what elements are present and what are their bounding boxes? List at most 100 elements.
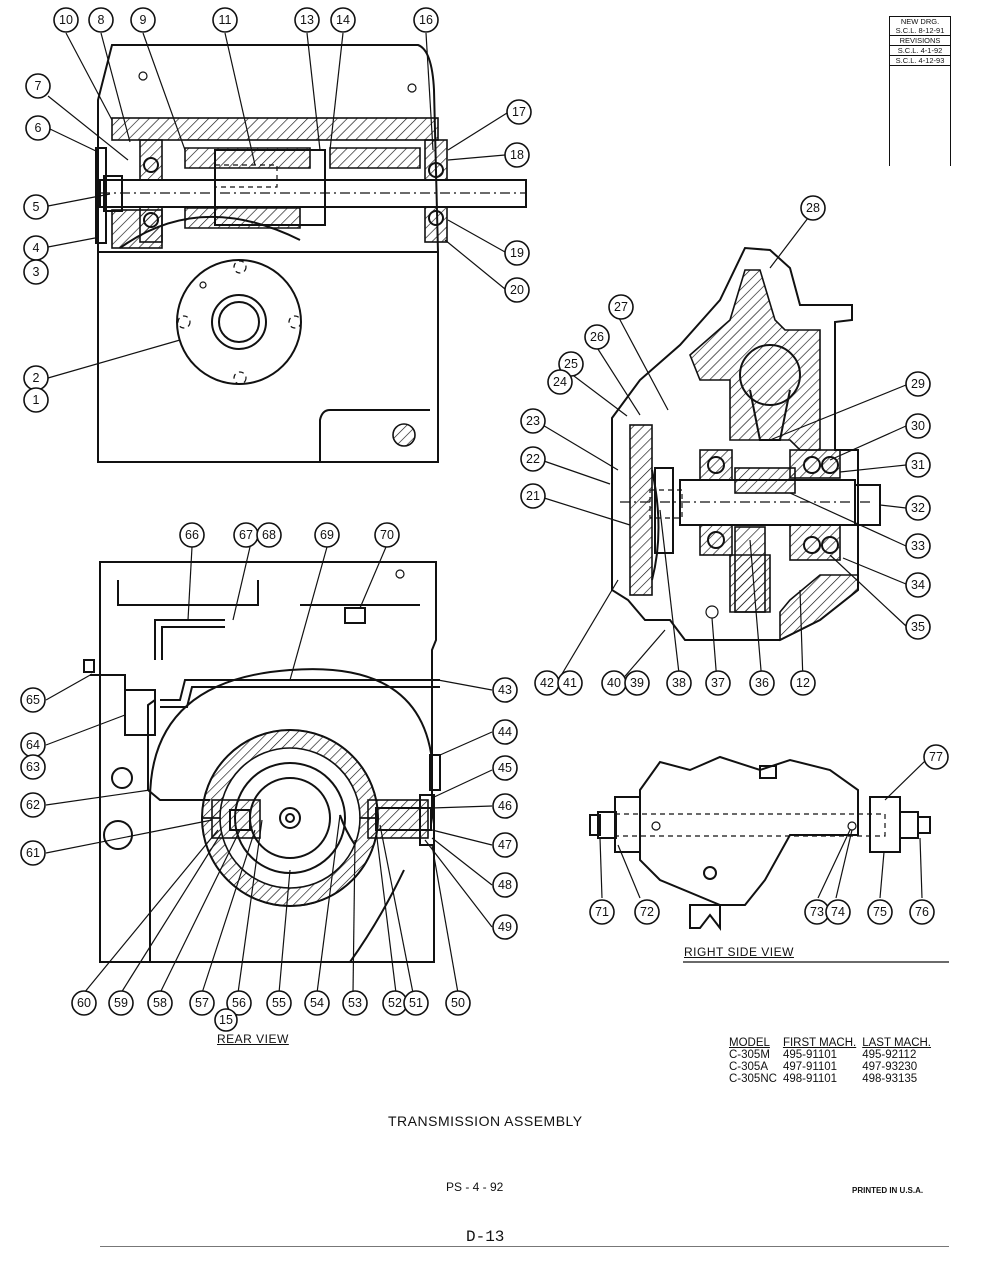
- svg-text:6: 6: [35, 121, 42, 135]
- svg-text:14: 14: [336, 13, 350, 27]
- callout-17: 17: [506, 99, 532, 125]
- svg-text:28: 28: [806, 201, 820, 215]
- callout-70: 70: [374, 522, 400, 548]
- svg-text:67: 67: [239, 528, 253, 542]
- svg-text:33: 33: [911, 539, 925, 553]
- callout-29: 29: [905, 371, 931, 397]
- callout-46: 46: [492, 793, 518, 819]
- svg-text:16: 16: [419, 13, 433, 27]
- callout-56: 56: [226, 990, 252, 1016]
- document-title: TRANSMISSION ASSEMBLY: [388, 1113, 583, 1129]
- svg-text:63: 63: [26, 760, 40, 774]
- callout-39: 39: [624, 670, 650, 696]
- callout-16: 16: [413, 7, 439, 33]
- svg-text:26: 26: [590, 330, 604, 344]
- svg-text:35: 35: [911, 620, 925, 634]
- svg-text:54: 54: [310, 996, 324, 1010]
- svg-text:77: 77: [929, 750, 943, 764]
- callout-40: 40: [601, 670, 627, 696]
- svg-text:71: 71: [595, 905, 609, 919]
- page-number: D-13: [466, 1228, 505, 1246]
- callout-8: 8: [88, 7, 114, 33]
- table-cell: 495-92112: [862, 1049, 917, 1061]
- callout-11: 11: [212, 7, 238, 33]
- table-cell: 497-91101: [782, 1061, 838, 1073]
- table-cell: C-305NC: [729, 1073, 777, 1085]
- right-side-view: [589, 755, 949, 963]
- svg-text:7: 7: [35, 79, 42, 93]
- callout-25: 25: [558, 351, 584, 377]
- callout-74: 74: [825, 899, 851, 925]
- callout-57: 57: [189, 990, 215, 1016]
- svg-text:2: 2: [33, 371, 40, 385]
- callout-54: 54: [304, 990, 330, 1016]
- callout-52: 52: [382, 990, 408, 1016]
- callout-50: 50: [445, 990, 471, 1016]
- svg-text:31: 31: [911, 458, 925, 472]
- model-table: MODEL FIRST MACH. LAST MACH. C-305M 495-…: [726, 1037, 934, 1085]
- revision-block: NEW DRG. S.C.L. 8-12-91 REVISIONS S.C.L.…: [889, 16, 951, 166]
- svg-text:25: 25: [564, 357, 578, 371]
- svg-text:59: 59: [114, 996, 128, 1010]
- svg-text:34: 34: [911, 578, 925, 592]
- callout-30: 30: [905, 413, 931, 439]
- callout-65: 65: [20, 687, 46, 713]
- callout-36: 36: [749, 670, 775, 696]
- callout-48: 48: [492, 872, 518, 898]
- svg-text:73: 73: [810, 905, 824, 919]
- table-cell: 498-93135: [862, 1073, 918, 1085]
- svg-text:41: 41: [563, 676, 577, 690]
- callout-20: 20: [504, 277, 530, 303]
- callout-58: 58: [147, 990, 173, 1016]
- model-header: MODEL: [729, 1037, 770, 1049]
- callout-2: 2: [23, 365, 49, 391]
- callout-14: 14: [330, 7, 356, 33]
- callout-76: 76: [909, 899, 935, 925]
- callout-9: 9: [130, 7, 156, 33]
- callout-12: 12: [790, 670, 816, 696]
- callout-37: 37: [705, 670, 731, 696]
- callout-67: 67: [233, 522, 259, 548]
- callout-47: 47: [492, 832, 518, 858]
- right-side-view-title: RIGHT SIDE VIEW: [684, 945, 794, 959]
- new-drg-date: S.C.L. 8-12-91: [895, 26, 945, 35]
- callout-51: 51: [403, 990, 429, 1016]
- svg-text:51: 51: [409, 996, 423, 1010]
- svg-text:17: 17: [512, 105, 526, 119]
- table-cell: 495-91101: [782, 1049, 838, 1061]
- svg-text:43: 43: [498, 683, 512, 697]
- callout-15: 15: [214, 1008, 238, 1032]
- callout-45: 45: [492, 755, 518, 781]
- svg-text:62: 62: [26, 798, 40, 812]
- callout-6: 6: [25, 115, 51, 141]
- svg-text:48: 48: [498, 878, 512, 892]
- callout-35: 35: [905, 614, 931, 640]
- table-cell: C-305M: [729, 1049, 770, 1061]
- top-section-view: [95, 44, 527, 463]
- svg-text:74: 74: [831, 905, 845, 919]
- callout-4: 4: [23, 235, 49, 261]
- svg-text:66: 66: [185, 528, 199, 542]
- callout-31: 31: [905, 452, 931, 478]
- svg-text:65: 65: [26, 693, 40, 707]
- svg-text:56: 56: [232, 996, 246, 1010]
- callout-43: 43: [492, 677, 518, 703]
- callout-10: 10: [53, 7, 79, 33]
- svg-text:9: 9: [140, 13, 147, 27]
- svg-text:58: 58: [153, 996, 167, 1010]
- svg-text:27: 27: [614, 300, 628, 314]
- svg-text:3: 3: [33, 265, 40, 279]
- callout-59: 59: [108, 990, 134, 1016]
- callout-22: 22: [520, 446, 546, 472]
- svg-text:30: 30: [911, 419, 925, 433]
- svg-text:69: 69: [320, 528, 334, 542]
- svg-text:15: 15: [219, 1013, 233, 1027]
- svg-text:47: 47: [498, 838, 512, 852]
- callout-28: 28: [800, 195, 826, 221]
- callout-3: 3: [23, 259, 49, 285]
- callout-72: 72: [634, 899, 660, 925]
- table-header-row: MODEL FIRST MACH. LAST MACH.: [726, 1037, 934, 1049]
- callout-18: 18: [504, 142, 530, 168]
- new-drg-label: NEW DRG.: [890, 16, 950, 26]
- svg-text:70: 70: [380, 528, 394, 542]
